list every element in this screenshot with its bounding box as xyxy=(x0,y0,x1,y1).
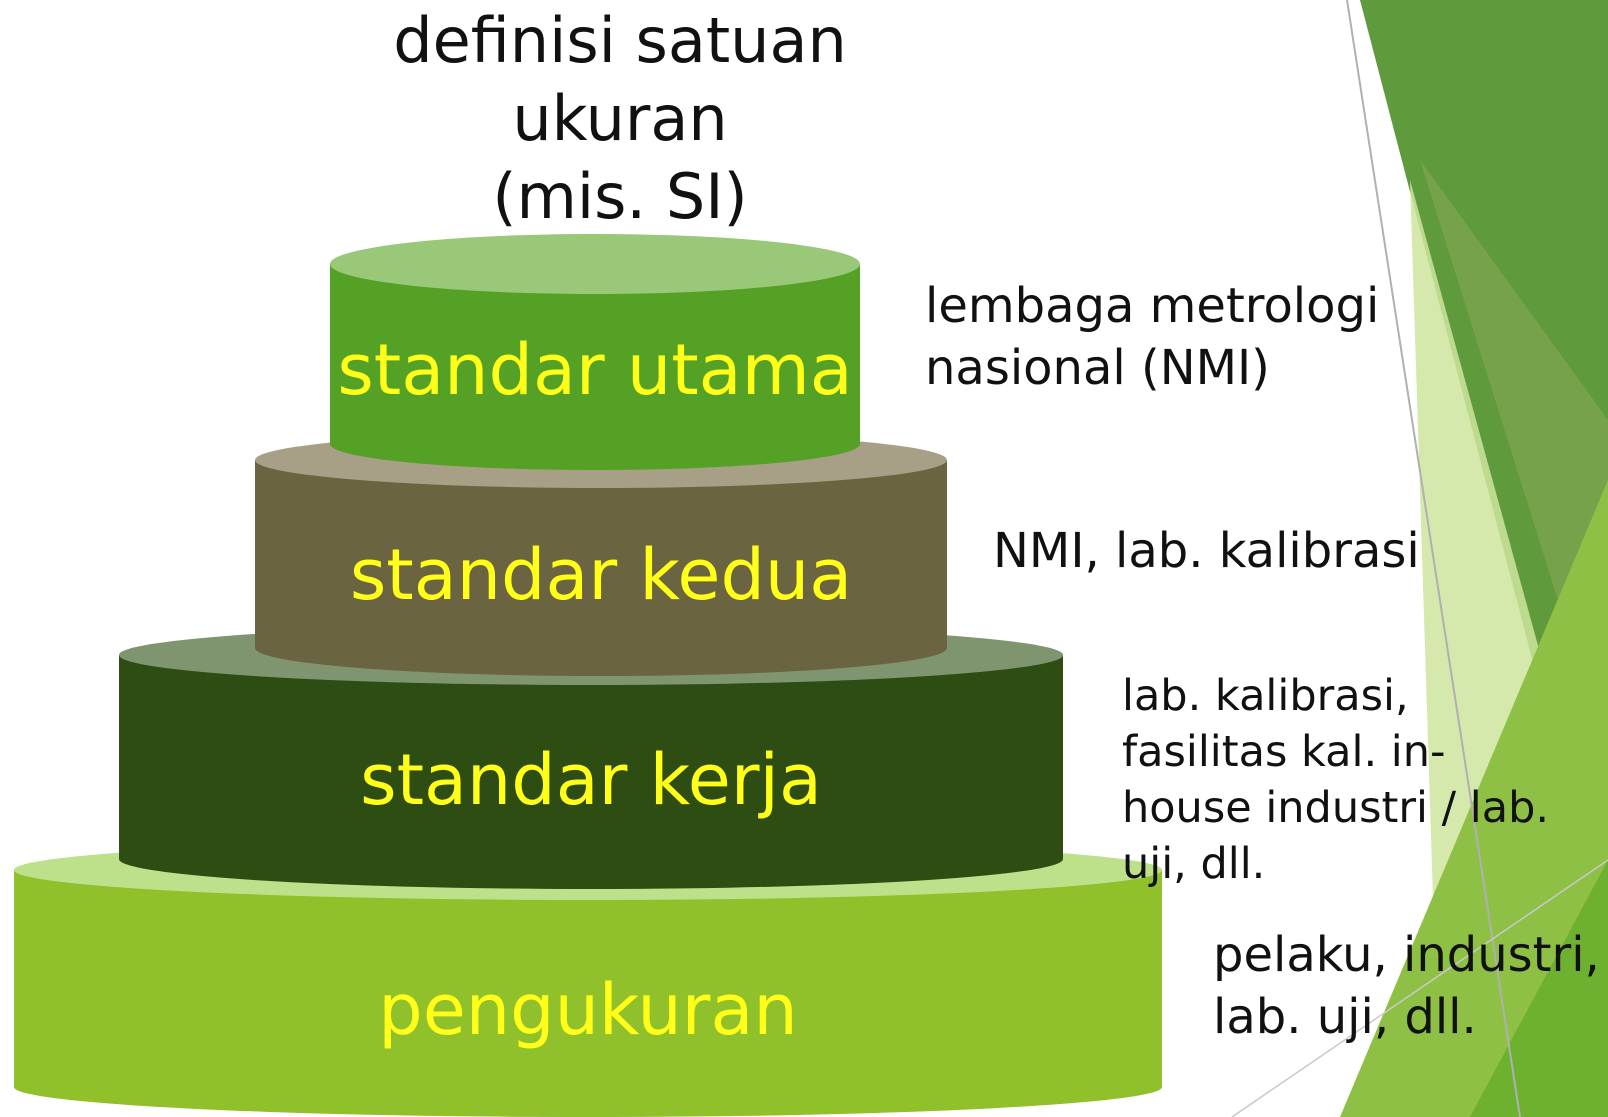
tier-pengukuran-body xyxy=(14,870,1162,1087)
role-line: lab. uji, dll. xyxy=(1213,989,1477,1045)
bright-green-triangle xyxy=(1470,860,1608,1117)
role-line: lembaga metrologi xyxy=(925,278,1380,334)
top-title-line: definisi satuan xyxy=(393,4,847,77)
tier-standar-utama-bottom xyxy=(330,418,860,470)
role-line: NMI, lab. kalibrasi xyxy=(993,523,1420,579)
decorative-background-shapes xyxy=(1231,0,1608,1117)
tier-standar-kerja-bottom xyxy=(119,829,1063,889)
role-standar-kedua: NMI, lab. kalibrasi xyxy=(993,520,1420,582)
role-line: house industri / lab. xyxy=(1122,783,1550,833)
tier-standar-kedua-body xyxy=(255,460,947,648)
top-title-line: (mis. SI) xyxy=(492,160,748,233)
tier-label-standar-kerja: standar kerja xyxy=(360,739,822,821)
thin-diagonal-line-2 xyxy=(1231,859,1608,1117)
role-line: lab. kalibrasi, xyxy=(1122,671,1409,721)
tier-label-standar-kedua: standar kedua xyxy=(349,534,853,616)
top-title: definisi satuan ukuran (mis. SI) xyxy=(350,2,890,236)
role-line: pelaku, industri, xyxy=(1213,927,1600,983)
role-pengukuran: pelaku, industri, lab. uji, dll. xyxy=(1213,924,1600,1048)
tier-standar-utama xyxy=(330,234,860,470)
role-line: fasilitas kal. in- xyxy=(1122,727,1446,777)
tier-standar-kerja-body xyxy=(119,655,1063,859)
thin-diagonal-line xyxy=(1346,0,1521,1117)
tier-standar-kedua-bottom xyxy=(255,620,947,676)
role-line: nasional (NMI) xyxy=(925,340,1270,396)
top-title-line: ukuran xyxy=(512,82,728,155)
role-standar-utama: lembaga metrologi nasional (NMI) xyxy=(925,275,1379,399)
tier-pengukuran-bottom xyxy=(14,1057,1162,1117)
tier-label-pengukuran: pengukuran xyxy=(378,969,798,1051)
role-standar-kerja: lab. kalibrasi, fasilitas kal. in- house… xyxy=(1122,668,1549,892)
role-line: uji, dll. xyxy=(1122,839,1266,889)
tier-standar-utama-top xyxy=(330,234,860,294)
mid-green-triangle xyxy=(1340,480,1608,1117)
tier-label-standar-utama: standar utama xyxy=(337,329,853,411)
